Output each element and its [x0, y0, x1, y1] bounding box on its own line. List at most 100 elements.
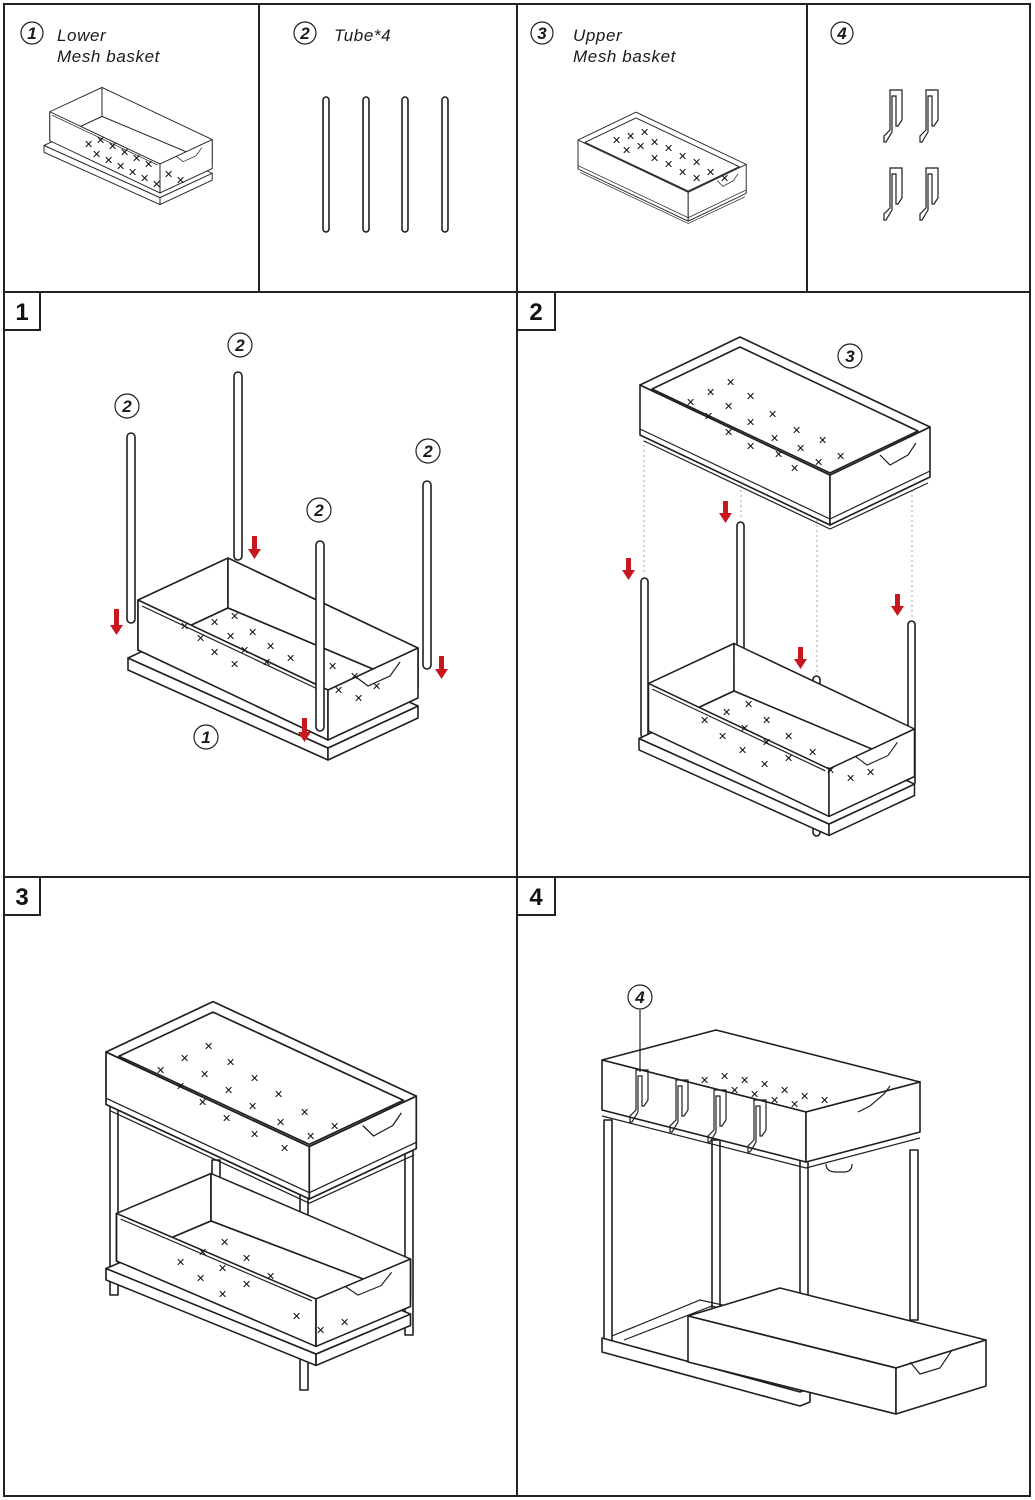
svg-text:✕: ✕	[678, 166, 687, 179]
svg-text:✕: ✕	[760, 1078, 769, 1091]
svg-text:✕: ✕	[780, 1084, 789, 1097]
svg-text:✕: ✕	[222, 1112, 231, 1125]
svg-text:✕: ✕	[784, 730, 793, 743]
svg-text:✕: ✕	[626, 130, 635, 143]
svg-text:✕: ✕	[334, 684, 343, 697]
svg-text:✕: ✕	[96, 134, 105, 147]
part-number-circle	[830, 21, 854, 45]
step-number-box	[516, 876, 556, 916]
mesh-pattern: ✕✕✕ ✕✕✕ ✕✕✕ ✕✕✕ ✕✕✕	[700, 698, 875, 785]
svg-text:✕: ✕	[700, 1074, 709, 1087]
svg-text:✕: ✕	[740, 1074, 749, 1087]
svg-text:✕: ✕	[720, 1070, 729, 1083]
svg-text:✕: ✕	[266, 1270, 275, 1283]
svg-text:✕: ✕	[692, 156, 701, 169]
svg-text:✕: ✕	[266, 640, 275, 653]
svg-text:✕: ✕	[176, 1256, 185, 1269]
svg-text:✕: ✕	[826, 764, 835, 777]
svg-text:✕: ✕	[718, 730, 727, 743]
part-number-circle	[20, 21, 44, 45]
step-3-panel: 3 ✕✕✕ ✕✕✕ ✕✕✕ ✕✕✕ ✕✕✕ ✕✕✕ ✕✕✕ ✕✕✕ ✕✕✕ ✕✕…	[3, 876, 418, 1391]
part-label: Tube*4	[334, 26, 391, 45]
svg-text:✕: ✕	[204, 1040, 213, 1053]
svg-text:✕: ✕	[176, 174, 185, 187]
svg-text:✕: ✕	[700, 714, 709, 727]
svg-text:✕: ✕	[818, 434, 827, 447]
svg-text:✕: ✕	[274, 1088, 283, 1101]
svg-text:✕: ✕	[300, 1106, 309, 1119]
svg-text:✕: ✕	[262, 656, 271, 669]
panel-grid	[3, 3, 1031, 1497]
mesh-pattern: ✕✕✕ ✕✕✕ ✕✕✕ ✕✕	[700, 1070, 829, 1111]
part-number: 4	[836, 24, 847, 43]
part-number-circle	[293, 21, 317, 45]
svg-text:✕: ✕	[740, 722, 749, 735]
step-number: 1	[15, 299, 28, 326]
svg-text:✕: ✕	[180, 620, 189, 633]
svg-text:✕: ✕	[664, 142, 673, 155]
svg-text:✕: ✕	[218, 1262, 227, 1275]
svg-text:✕: ✕	[196, 632, 205, 645]
svg-text:✕: ✕	[198, 1096, 207, 1109]
insert-arrows	[110, 536, 448, 742]
part-label-line1: Upper	[573, 26, 623, 45]
mesh-pattern: ✕✕✕ ✕✕✕ ✕✕✕ ✕✕✕ ✕✕✕ ✕✕✕ ✕✕✕ ✕✕✕ ✕✕✕ ✕✕✕	[156, 1040, 349, 1337]
svg-text:✕: ✕	[248, 626, 257, 639]
svg-text:✕: ✕	[242, 1278, 251, 1291]
svg-text:✕: ✕	[306, 1130, 315, 1143]
part-number: 3	[537, 24, 547, 43]
part-label-line2: Mesh basket	[573, 47, 677, 66]
lower-basket-illustration	[638, 642, 916, 837]
svg-text:✕: ✕	[156, 1064, 165, 1077]
svg-text:✕: ✕	[248, 1100, 257, 1113]
svg-text:✕: ✕	[330, 1120, 339, 1133]
svg-text:✕: ✕	[678, 150, 687, 163]
svg-text:✕: ✕	[746, 390, 755, 403]
svg-text:✕: ✕	[640, 126, 649, 139]
svg-text:✕: ✕	[650, 152, 659, 165]
svg-text:✕: ✕	[104, 154, 113, 167]
svg-text:✕: ✕	[706, 166, 715, 179]
svg-text:✕: ✕	[84, 138, 93, 151]
tube-callout: 2	[306, 497, 332, 523]
svg-text:✕: ✕	[814, 456, 823, 469]
tube-callout: 2	[114, 393, 140, 419]
svg-text:✕: ✕	[176, 1080, 185, 1093]
svg-text:✕: ✕	[108, 140, 117, 153]
mesh-pattern: ✕✕✕ ✕✕✕ ✕✕✕ ✕✕✕ ✕✕✕	[612, 126, 729, 185]
step-number-box	[3, 291, 41, 331]
svg-text:✕: ✕	[180, 1052, 189, 1065]
svg-text:✕: ✕	[744, 698, 753, 711]
svg-text:✕: ✕	[750, 1088, 759, 1101]
svg-text:✕: ✕	[328, 660, 337, 673]
svg-text:✕: ✕	[220, 1236, 229, 1249]
svg-text:✕: ✕	[686, 396, 695, 409]
tube-callout: 2	[227, 332, 253, 358]
mesh-pattern: ✕✕✕ ✕✕✕ ✕✕✕ ✕✕✕ ✕✕✕ ✕✕✕	[180, 610, 381, 705]
svg-text:✕: ✕	[770, 432, 779, 445]
svg-text:✕: ✕	[226, 1056, 235, 1069]
svg-text:✕: ✕	[152, 178, 161, 191]
svg-text:✕: ✕	[720, 172, 729, 185]
svg-text:1: 1	[201, 728, 210, 747]
step-number: 4	[529, 884, 543, 911]
tube-illustrations	[322, 96, 449, 233]
svg-text:4: 4	[634, 988, 645, 1007]
svg-text:✕: ✕	[612, 134, 621, 147]
svg-text:✕: ✕	[92, 148, 101, 161]
svg-text:✕: ✕	[226, 630, 235, 643]
svg-text:✕: ✕	[650, 136, 659, 149]
svg-text:✕: ✕	[664, 158, 673, 171]
part-number: 1	[27, 24, 36, 43]
svg-text:✕: ✕	[706, 386, 715, 399]
svg-text:✕: ✕	[746, 416, 755, 429]
svg-text:✕: ✕	[230, 610, 239, 623]
svg-text:✕: ✕	[276, 1116, 285, 1129]
svg-text:✕: ✕	[726, 376, 735, 389]
svg-text:✕: ✕	[800, 1090, 809, 1103]
svg-text:✕: ✕	[116, 160, 125, 173]
svg-text:✕: ✕	[704, 410, 713, 423]
upper-basket-callout: 3	[837, 343, 863, 369]
svg-text:✕: ✕	[774, 448, 783, 461]
svg-text:✕: ✕	[140, 172, 149, 185]
